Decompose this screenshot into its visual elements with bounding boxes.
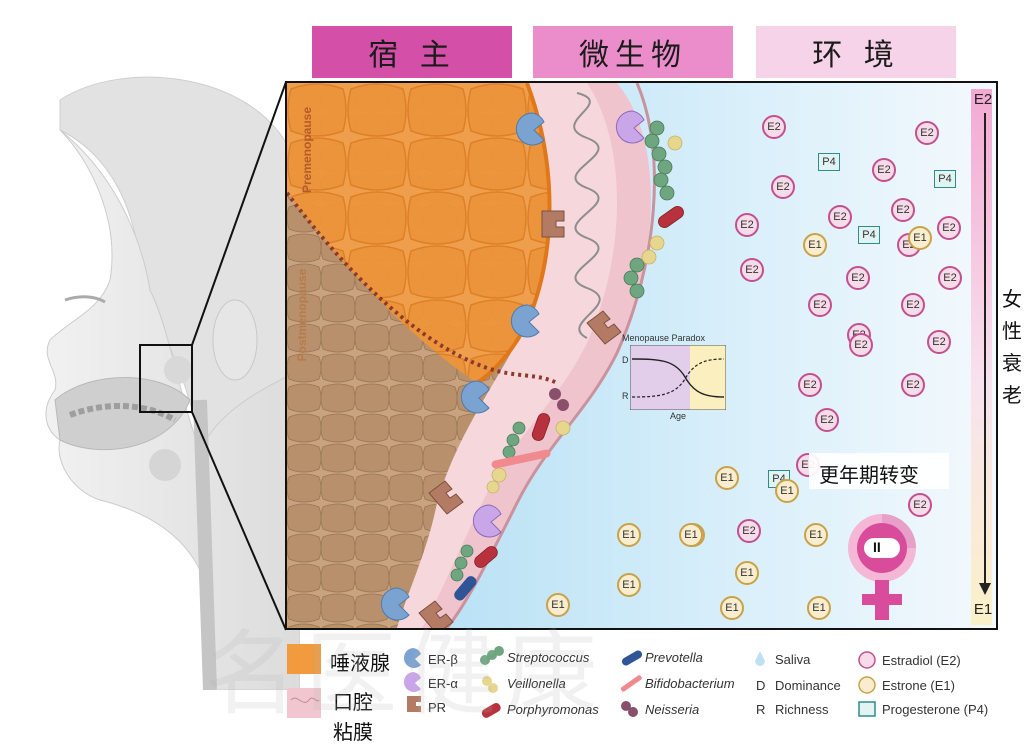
paradox-title: Menopause Paradox (622, 333, 706, 343)
head-silhouette (45, 76, 300, 690)
estrone-marker: E1 (735, 561, 759, 585)
estradiol-marker: E2 (927, 330, 951, 354)
legend-porphyromonas: Porphyromonas (507, 702, 599, 717)
legend-oral-mucosa-1: 口腔 (333, 690, 373, 714)
legend-prevotella: Prevotella (645, 650, 703, 665)
estradiol-marker: E2 (938, 266, 962, 290)
estradiol-marker: E2 (808, 293, 832, 317)
estrone-marker: E1 (775, 479, 799, 503)
estrone-marker: E1 (546, 593, 570, 617)
er-beta-receptor (515, 112, 545, 146)
tab-microbe: 微生物 (533, 26, 733, 78)
female-symbol-mark: II (873, 539, 881, 555)
estradiol-marker: E2 (846, 266, 870, 290)
transition-label-box (809, 453, 949, 489)
tab-environment: 环 境 (756, 26, 956, 78)
legend-dominance-key: D (756, 678, 766, 693)
estradiol-marker: E2 (762, 115, 786, 139)
zoom-connector (139, 81, 287, 631)
legend-streptococcus: Streptococcus (507, 650, 590, 665)
er-beta-receptor (510, 304, 540, 338)
estradiol-marker: E2 (901, 373, 925, 397)
estradiol-marker: E2 (828, 205, 852, 229)
progesterone-marker: P4 (858, 226, 880, 244)
legend-neisseria: Neisseria (645, 702, 700, 717)
menopause-paradox-inset: Menopause Paradox D R Age (622, 333, 727, 423)
er-beta-receptor (380, 587, 410, 621)
watermark: 名医健康 (205, 621, 606, 728)
legend-bifidobacterium: Bifidobacterium (645, 676, 735, 691)
pr-receptor (541, 210, 565, 238)
progesterone-marker: P4 (934, 170, 956, 188)
legend-dominance: Dominance (775, 678, 841, 693)
legend-salivary-gland: 唾液腺 (330, 651, 390, 675)
legend-er-alpha: ER-α (428, 676, 458, 691)
progesterone-marker: P4 (818, 153, 840, 171)
estrone-marker: E1 (679, 523, 703, 547)
estradiol-marker: E2 (915, 121, 939, 145)
e2-top-label: E2 (973, 91, 993, 108)
tab-environment-label: 环 境 (812, 38, 900, 73)
er-alpha-receptor (615, 110, 645, 144)
er-beta-receptor (460, 380, 490, 414)
female-symbol (848, 514, 916, 620)
estradiol-marker: E2 (891, 198, 915, 222)
paradox-plot (630, 345, 726, 410)
legend-saliva: Saliva (775, 652, 811, 667)
legend-estradiol: Estradiol (E2) (882, 653, 961, 668)
e1-bottom-label: E1 (973, 601, 993, 618)
estradiol-marker: E2 (735, 213, 759, 237)
transition-label: 更年期转变 (819, 463, 919, 487)
estrone-marker: E1 (908, 226, 932, 250)
pr-receptor (586, 310, 622, 345)
tab-host: 宿 主 (312, 26, 512, 78)
estradiol-marker: E2 (815, 408, 839, 432)
legend: 唾液腺 口腔 粘膜 ER-β ER-α PR Streptococcus Vei… (285, 638, 1020, 751)
estrone-marker: E1 (715, 466, 739, 490)
tab-microbe-label: 微生物 (579, 38, 687, 73)
estradiol-marker: E2 (901, 293, 925, 317)
receptor-bacteria-layer (380, 110, 684, 628)
female-aging-side-label: 女性衰老 (1002, 283, 1024, 411)
estradiol-marker: E2 (872, 158, 896, 182)
estrone-marker: E1 (617, 523, 641, 547)
estradiol-marker: E2 (771, 175, 795, 199)
legend-er-beta: ER-β (428, 652, 458, 667)
estrone-marker: E1 (720, 596, 744, 620)
estrone-marker: E1 (803, 233, 827, 257)
estradiol-marker: E2 (740, 258, 764, 282)
er-alpha-receptor (472, 504, 502, 538)
legend-pr: PR (428, 700, 447, 715)
legend-progesterone: Progesterone (P4) (882, 702, 989, 717)
legend-richness: Richness (775, 702, 829, 717)
legend-swatches (287, 644, 876, 718)
legend-oral-mucosa-2: 粘膜 (333, 720, 373, 744)
estrone-marker: E1 (804, 523, 828, 547)
main-panel: Premenopause Postmenopause (285, 81, 998, 630)
legend-veillonella: Veillonella (507, 676, 566, 691)
pr-receptor (428, 480, 464, 515)
estradiol-marker: E2 (908, 493, 932, 517)
paradox-age-label: Age (670, 411, 687, 421)
paradox-d-label: D (622, 355, 629, 365)
paradox-r-label: R (622, 391, 629, 401)
estradiol-marker: E2 (798, 373, 822, 397)
legend-estrone: Estrone (E1) (882, 678, 955, 693)
estradiol-marker: E2 (849, 333, 873, 357)
estrone-marker: E1 (617, 573, 641, 597)
tab-host-label: 宿 主 (368, 38, 456, 73)
estradiol-marker: E2 (737, 519, 761, 543)
estradiol-marker: E2 (937, 216, 961, 240)
female-aging-side-text: 女性衰老 (1002, 287, 1022, 407)
estrone-marker: E1 (807, 596, 831, 620)
pr-receptor (418, 600, 454, 628)
legend-richness-key: R (756, 702, 766, 717)
